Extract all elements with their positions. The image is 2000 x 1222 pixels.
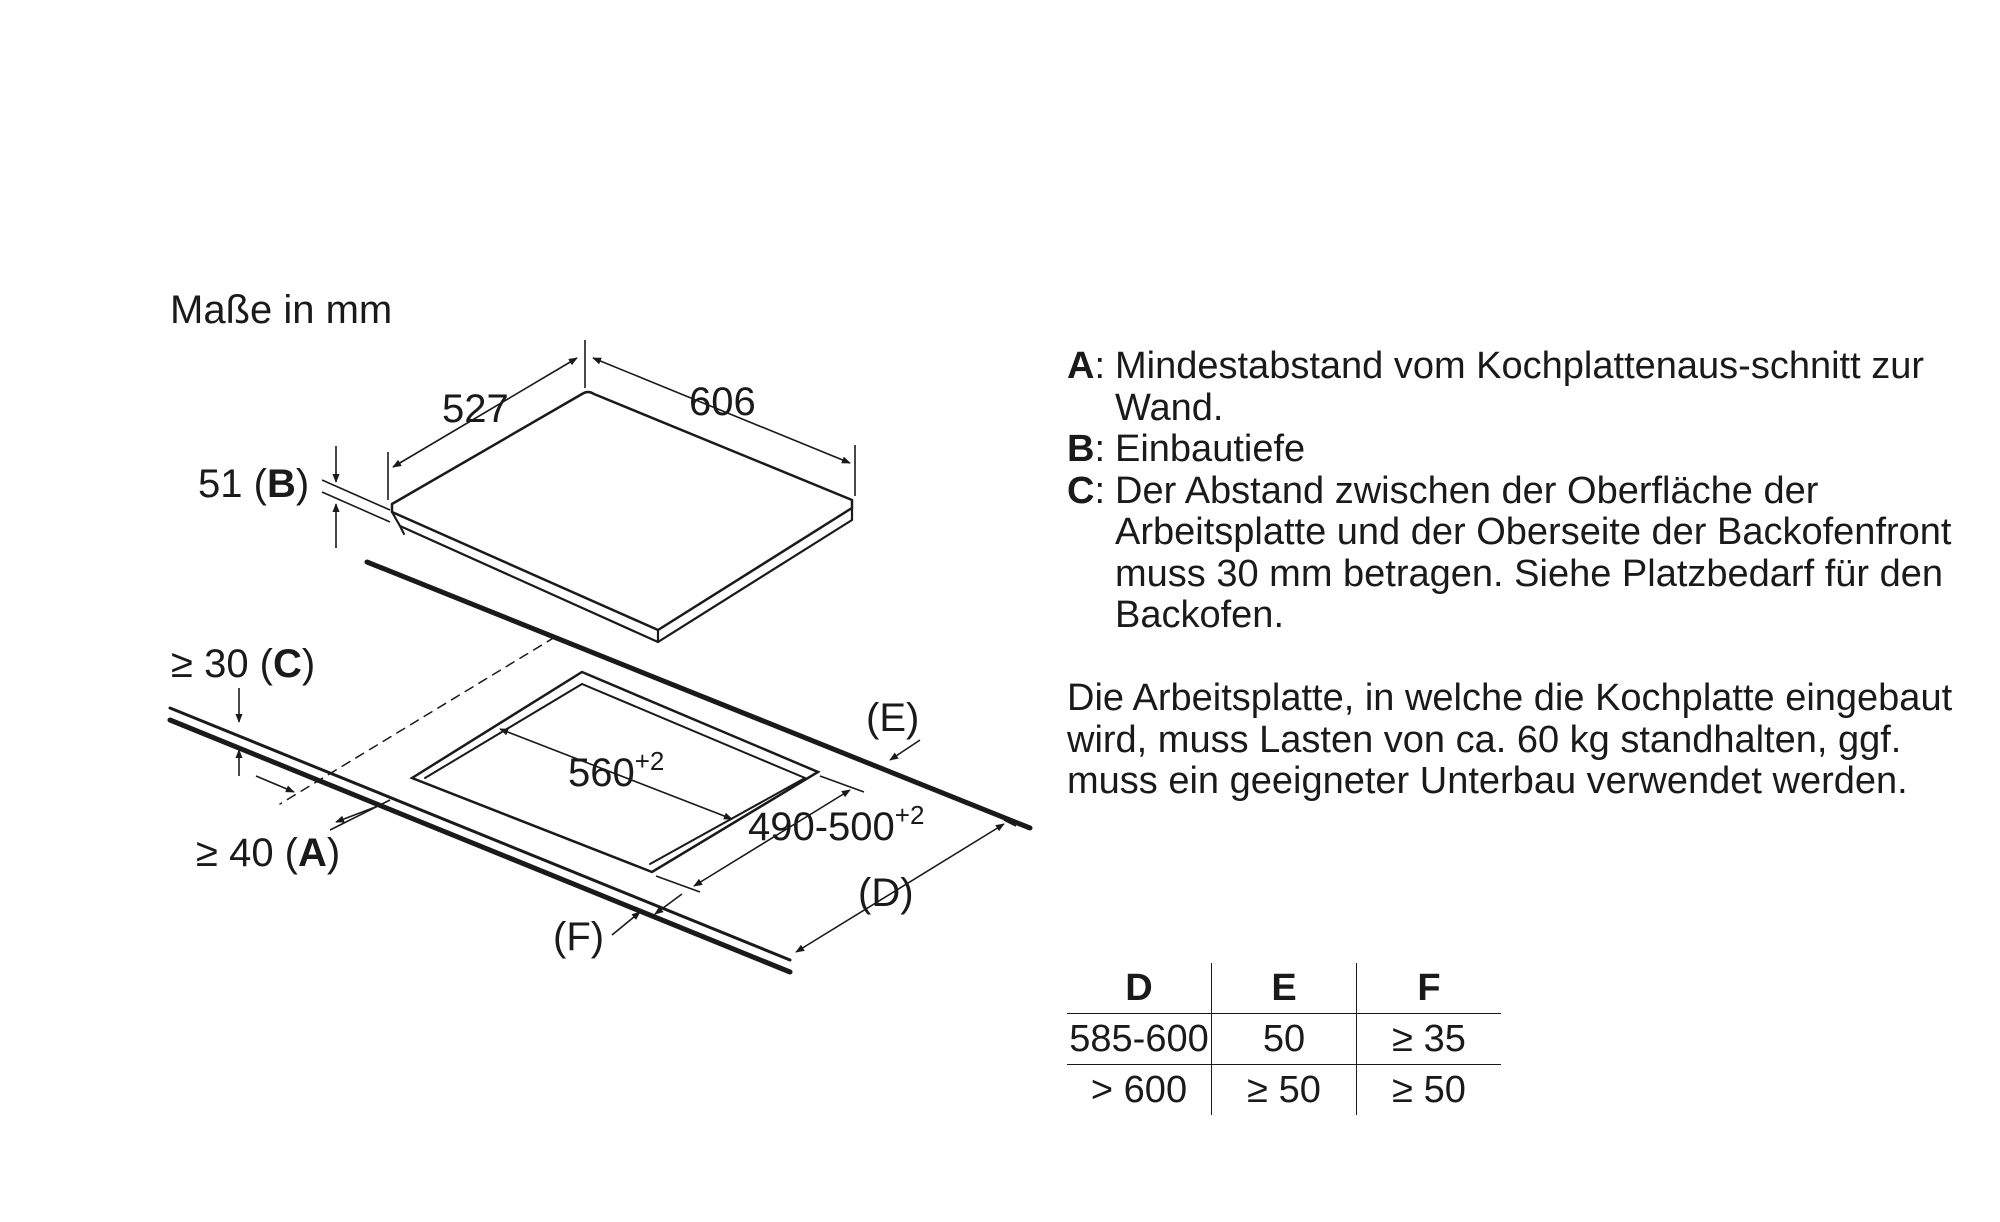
dim-depth-606 (592, 357, 851, 464)
dim-label-cutout-depth-base: 490-500 (748, 805, 895, 849)
clearance-table: D E F 585-600 50 ≥ 35 > 600 ≥ 50 ≥ 50 (1067, 963, 1501, 1115)
table-cell: ≥ 50 (1211, 1064, 1357, 1115)
worktop-back-edge (364, 559, 1033, 831)
table-header-row: D E F (1067, 963, 1501, 1014)
legend-key: A (1067, 345, 1095, 387)
table-header: F (1356, 963, 1501, 1014)
legend-item-c: C:Der Abstand zwischen der Oberfläche de… (1067, 469, 1952, 636)
legend-key: B (1067, 428, 1095, 470)
worktop-hidden-edge (279, 636, 556, 805)
dim-a-left (255, 775, 295, 793)
dim-label-f: (F) (553, 915, 605, 959)
dim-label-c-key: C (273, 642, 302, 686)
dim-label-cutout-depth-tol: +2 (894, 800, 925, 830)
dim-a-right (335, 805, 379, 823)
dim-d (795, 823, 1005, 953)
units-label: Maße in mm (170, 288, 393, 332)
legend-text: Der Abstand zwischen der Oberfläche der … (1115, 469, 1952, 636)
dim-label-depth: 606 (689, 380, 756, 424)
dim-label-b: 51 (B) (198, 464, 309, 504)
table-cell: > 600 (1067, 1064, 1212, 1115)
table-header: D (1067, 963, 1212, 1014)
dim-label-width: 527 (442, 387, 509, 431)
dim-label-d: (D) (858, 871, 914, 915)
hob-frame-edge (390, 510, 660, 644)
legend-key: C (1067, 469, 1095, 512)
legend-item-a: A:Mindestabstand vom Kochplattenaus-schn… (1067, 345, 1924, 429)
dim-label-a: ≥ 40 (A) (196, 833, 340, 873)
load-note: Die Arbeitsplatte, in welche die Kochpla… (1067, 677, 1967, 803)
legend-item-b: B:Einbautiefe (1067, 428, 1306, 470)
dim-f-arrow-1 (611, 911, 641, 936)
dim-label-b-prefix: 51 ( (198, 462, 267, 506)
dim-label-c: ≥ 30 (C) (171, 644, 315, 684)
table-row: 585-600 50 ≥ 35 (1067, 1013, 1501, 1065)
dimension-lines (235, 340, 1017, 953)
dim-label-c-prefix: ≥ 30 ( (171, 642, 273, 686)
dim-label-cutout-width-base: 560 (568, 751, 635, 795)
hob-frame-side (656, 506, 854, 644)
table-cell: ≥ 50 (1392, 1068, 1466, 1111)
dim-label-a-suffix: ) (326, 831, 341, 875)
legend: A:Mindestabstand vom Kochplattenaus-schn… (1067, 345, 1967, 637)
worktop-front-edge-upper (168, 706, 792, 962)
dim-f-arrow-2 (654, 893, 683, 915)
dim-label-a-prefix: ≥ 40 ( (196, 831, 298, 875)
table-row: > 600 ≥ 50 ≥ 50 (1067, 1064, 1501, 1115)
dim-e-arrow (889, 739, 921, 761)
dim-label-b-key: B (266, 462, 296, 506)
table-cell: ≥ 35 (1356, 1013, 1501, 1065)
dim-label-e: (E) (866, 696, 920, 740)
dim-label-cutout-depth: 490-500+2 (748, 802, 924, 849)
table-cell: 585-600 (1067, 1013, 1212, 1065)
dim-label-b-suffix: ) (295, 462, 310, 506)
dim-cutout-depth (693, 789, 851, 887)
table-cell: 50 (1211, 1013, 1357, 1065)
dim-label-a-key: A (298, 831, 327, 875)
legend-text: Einbautiefe (1115, 428, 1306, 470)
load-note-text: Die Arbeitsplatte, in welche die Kochpla… (1067, 677, 1953, 802)
legend-text: Mindestabstand vom Kochplattenaus-schnit… (1115, 345, 1924, 429)
table-header: E (1211, 963, 1357, 1014)
dim-label-c-suffix: ) (301, 642, 316, 686)
worktop-front-edge-lower (167, 717, 793, 975)
dim-label-cutout-width-tol: +2 (634, 746, 665, 776)
dim-width-527 (392, 357, 578, 468)
dim-label-cutout-width: 560+2 (568, 748, 664, 795)
